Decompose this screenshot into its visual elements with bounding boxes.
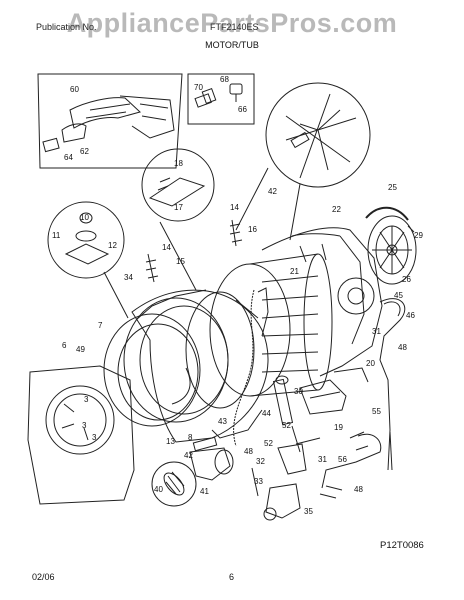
footer-date: 02/06 [32,572,55,582]
callout-40: 40 [154,485,163,494]
callout-66: 66 [238,105,247,114]
callout-26: 26 [402,275,411,284]
callout-18: 18 [174,159,183,168]
callout-56: 56 [338,455,347,464]
callout-41: 41 [200,487,209,496]
callout-25: 25 [388,183,397,192]
callout-8: 8 [188,433,193,442]
callout-48c: 48 [354,485,363,494]
callout-15: 15 [176,257,185,266]
spin-basket [209,253,333,397]
callout-55: 55 [372,407,381,416]
callout-42b: 42 [184,451,193,460]
callout-6: 6 [62,341,67,350]
callout-31b: 31 [318,455,327,464]
callout-22: 22 [332,205,341,214]
callout-35: 35 [304,507,313,516]
callout-64: 64 [64,153,73,162]
inset-connectors [187,73,255,125]
callout-labels: 60 62 64 68 70 66 18 17 42 14 16 22 25 2… [52,75,423,516]
detail-circle-fastener [47,201,129,319]
callout-3b: 3 [82,421,87,430]
callout-14: 14 [230,203,239,212]
drive-pulley [365,206,417,285]
callout-3a: 3 [84,395,89,404]
callout-62: 62 [80,147,89,156]
callout-70: 70 [194,83,203,92]
inset-drain-bracket [37,73,183,169]
callout-19: 19 [334,423,343,432]
callout-44: 44 [262,409,271,418]
callout-14b: 14 [162,243,171,252]
callout-12: 12 [108,241,117,250]
drain-pump [189,447,301,521]
door-boot [103,297,229,427]
callout-16: 16 [248,225,257,234]
detail-circle-wire-clip [141,148,215,291]
callout-52a: 52 [282,421,291,430]
callout-48b: 48 [244,447,253,456]
callout-45: 45 [394,291,403,300]
callout-7: 7 [98,321,103,330]
callout-52b: 52 [264,439,273,448]
watermark: AppliancePartsPros.com [66,8,398,38]
tub-rear [261,227,383,377]
wire-harness [171,289,255,447]
illustration-code: P12T0086 [380,540,424,551]
callout-13: 13 [166,437,175,446]
callout-29: 29 [414,231,423,240]
detail-circle-pump-filter [151,461,197,507]
callout-60: 60 [70,85,79,94]
footer-page-number: 6 [229,572,235,582]
callout-34: 34 [124,273,133,282]
motor-bracket [299,367,369,415]
callout-17: 17 [174,203,183,212]
motor-mount [277,437,321,475]
callout-46: 46 [406,311,415,320]
callout-30: 30 [294,387,303,396]
callout-21: 21 [290,267,299,276]
detail-circle-spider [235,82,371,241]
front-panel [27,365,135,505]
callout-31: 31 [372,327,381,336]
callout-49: 49 [76,345,85,354]
callout-20: 20 [366,359,375,368]
model-number: FTF2140ES [210,22,259,32]
callout-42: 42 [268,187,277,196]
springs-and-hoses [145,219,406,499]
callout-33: 33 [254,477,263,486]
callout-68: 68 [220,75,229,84]
callout-11: 11 [52,231,61,240]
callout-43: 43 [218,417,227,426]
callout-48: 48 [398,343,407,352]
callout-10: 10 [80,213,89,222]
shock-absorber [272,375,301,453]
section-title: MOTOR/TUB [205,40,259,50]
callout-3c: 3 [92,433,97,442]
callout-32: 32 [256,457,265,466]
publication-label: Publication No. [36,22,97,32]
